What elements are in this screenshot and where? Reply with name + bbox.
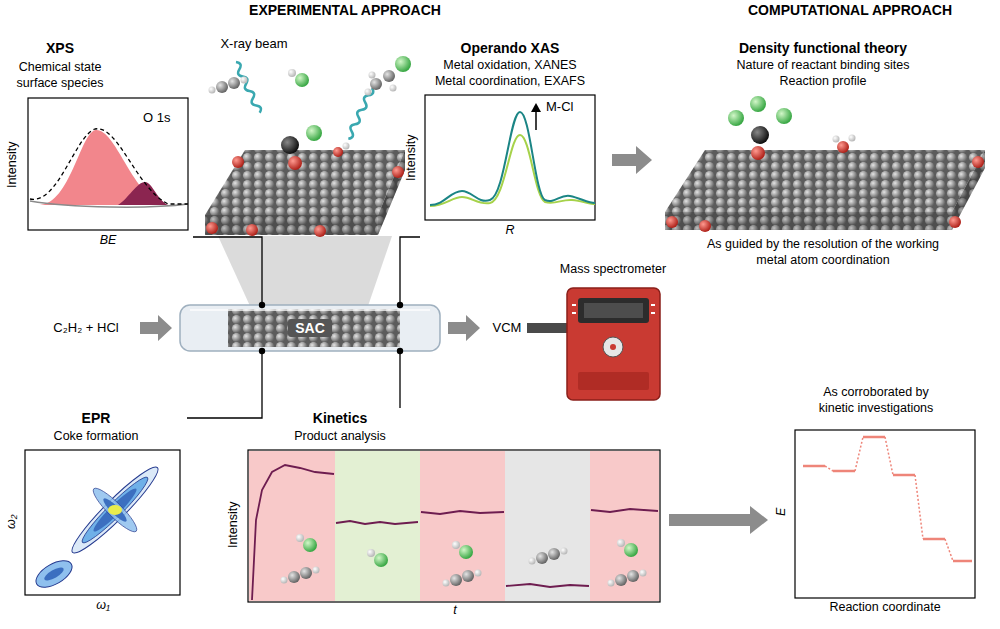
section-title: EXPERIMENTAL APPROACH: [225, 2, 465, 20]
xas-panel: Operando XASMetal oxidation, XANESMetal …: [420, 36, 600, 254]
catalyst-label: SAC: [288, 319, 332, 337]
panel-heading: Kinetics: [280, 410, 400, 428]
panel-subtitle: Nature of reactant binding sites: [693, 58, 953, 74]
panel-subtitle: Coke formation: [5, 429, 187, 445]
panel-heading: As corroborated by kinetic investigation…: [806, 385, 946, 416]
leader-line: [399, 351, 400, 408]
axis-label: Intensity: [226, 490, 242, 560]
panel-subtitle: Metal oxidation, XANES: [420, 58, 600, 74]
section-title: COMPUTATIONAL APPROACH: [730, 2, 970, 20]
mass-spectrometer: Mass spectrometer: [550, 262, 676, 402]
process-arrow: [669, 514, 751, 526]
axis-label: E: [774, 502, 790, 522]
panel-subtitle: Product analysis: [280, 429, 400, 445]
axis-label: ω₂: [4, 507, 20, 537]
axis-label: Reaction coordinate: [805, 600, 965, 616]
connection-dot: [397, 302, 403, 308]
panel-heading: EPR: [5, 410, 187, 428]
product-label: VCM: [487, 320, 527, 336]
panel-subtitle: Chemical state surface species: [5, 60, 115, 91]
axis-label: ω₁: [88, 598, 118, 614]
panel-heading: Operando XAS: [420, 40, 600, 58]
panel-subtitle: Reaction profile: [693, 74, 953, 90]
axis-label: Intensity: [404, 123, 420, 193]
beam-label: X-ray beam: [214, 36, 294, 52]
reactor-tube: SAC: [180, 305, 440, 351]
kinetics-panel: KineticsProduct analysis: [245, 408, 665, 608]
connection-dot: [259, 302, 265, 308]
xps-panel: XPS Chemical state surface species O 1s: [5, 36, 193, 254]
feed-label: C₂H₂ + HCl: [34, 320, 138, 336]
connection-dot: [397, 348, 403, 354]
axis-label: BE: [93, 233, 123, 249]
note: As guided by the resolution of the worki…: [703, 237, 943, 268]
device-label: Mass spectrometer: [550, 262, 676, 278]
arrow-head: [750, 506, 768, 534]
connection-dot: [259, 348, 265, 354]
axis-label: R: [500, 223, 520, 239]
leader-line: [400, 237, 420, 305]
epr-panel: EPRCoke formation: [5, 408, 187, 600]
peak-label: M-Cl: [546, 99, 590, 115]
panel-heading: XPS: [5, 40, 115, 58]
energy-profile-panel: As corroborated by kinetic investigation…: [770, 385, 982, 600]
leader-line: [193, 237, 262, 305]
leader-line: [187, 351, 262, 418]
panel-heading: Density functional theory: [693, 40, 953, 58]
panel-subtitle: Metal coordination, EXAFS: [420, 74, 600, 90]
axis-label: t: [445, 603, 465, 619]
peak-label: O 1s: [143, 110, 185, 126]
axis-label: Intensity: [5, 130, 21, 200]
